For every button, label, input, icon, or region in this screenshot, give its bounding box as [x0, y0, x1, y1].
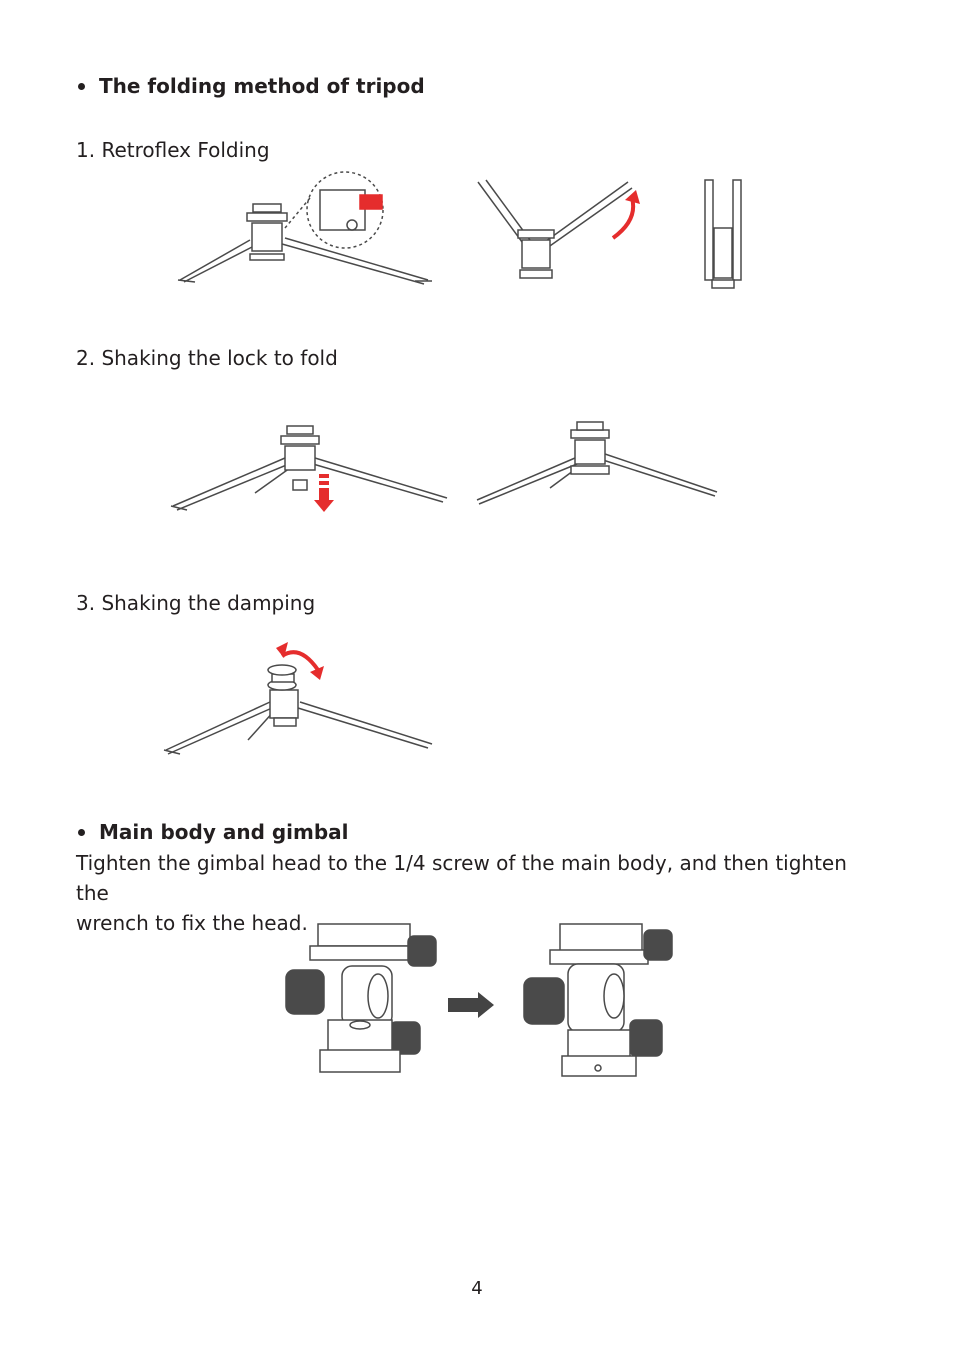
- shaking-lock-illustration: [170, 421, 718, 512]
- rotate-arrow-icon: [611, 197, 636, 240]
- bullet-icon: [78, 82, 85, 90]
- section-heading-text: The folding method of tripod: [99, 74, 425, 98]
- step-1-label: 1. Retroflex Folding: [76, 138, 270, 162]
- rotate-arrow-icon: [280, 650, 320, 672]
- instructions-line-1: Tighten the gimbal head to the 1/4 screw…: [76, 851, 847, 905]
- tripod-folded-view: [704, 179, 742, 289]
- gimbal-instructions: Tighten the gimbal head to the 1/4 screw…: [76, 848, 876, 938]
- right-arrow-icon: [448, 992, 494, 1018]
- down-arrow-icon: [314, 474, 334, 512]
- instructions-line-2: wrench to fix the head.: [76, 911, 308, 935]
- rotate-arrowhead-icon: [625, 190, 640, 204]
- tripod-legs-raised-view: [477, 179, 633, 279]
- shaking-damping-illustration: [163, 642, 433, 755]
- gimbal-head-after-view: [523, 923, 673, 1077]
- rotate-arrowhead-right-icon: [310, 666, 324, 680]
- bullet-icon: [78, 828, 85, 836]
- section-heading-text: Main body and gimbal: [99, 820, 349, 844]
- rotate-arrowhead-left-icon: [276, 642, 288, 658]
- retroflex-folding-illustration: [177, 171, 742, 289]
- gimbal-head-illustration: [285, 923, 673, 1077]
- zoom-detail-circle: [284, 171, 384, 249]
- tripod-folded-lock-view: [476, 421, 718, 505]
- gimbal-head-before-view: [285, 923, 437, 1073]
- section-heading-folding: The folding method of tripod: [78, 74, 425, 98]
- lock-highlight: [359, 194, 383, 210]
- section-heading-gimbal: Main body and gimbal: [78, 820, 349, 844]
- tripod-lock-view: [170, 425, 448, 511]
- step-2-label: 2. Shaking the lock to fold: [76, 346, 338, 370]
- page-number: 4: [471, 1278, 483, 1299]
- tripod-open-view: [177, 203, 432, 285]
- step-3-label: 3. Shaking the damping: [76, 591, 316, 615]
